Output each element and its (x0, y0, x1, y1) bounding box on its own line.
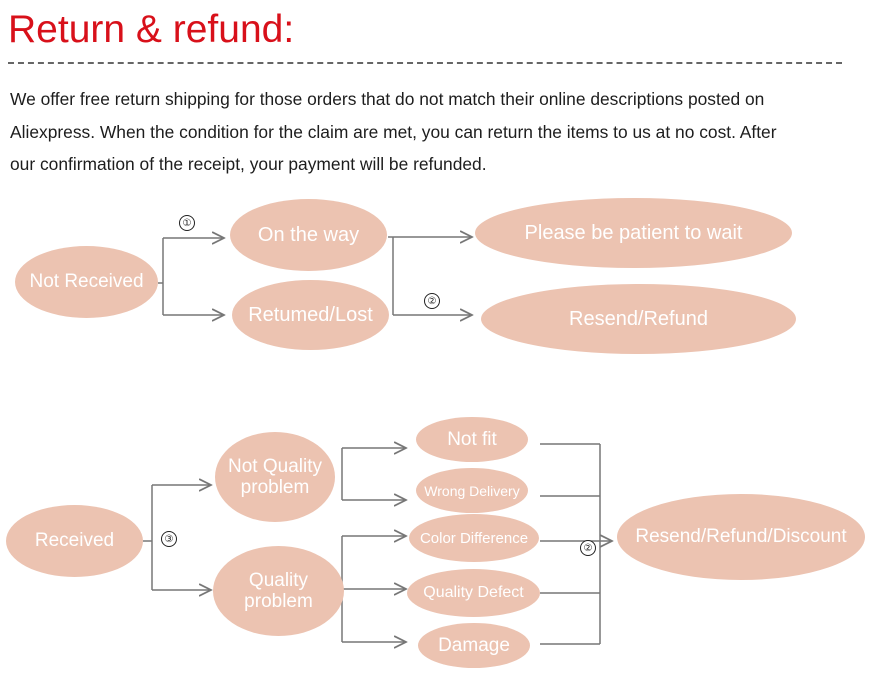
node-received: Received (6, 505, 143, 577)
reason-wrong-delivery: Wrong Delivery (416, 468, 528, 513)
reason-quality-defect: Quality Defect (407, 569, 540, 617)
node-please-wait: Please be patient to wait (475, 198, 792, 268)
node-returned-lost: Retumed/Lost (232, 280, 389, 350)
intro-line: Aliexpress. When the condition for the c… (10, 121, 777, 142)
intro-paragraph: We offer free return shipping for those … (10, 83, 860, 181)
step-marker-2: ② (424, 293, 440, 309)
reason-not-fit: Not fit (416, 417, 528, 462)
page-title: Return & refund: (8, 8, 295, 51)
step-marker-2-result: ② (580, 540, 596, 556)
reason-damage: Damage (418, 623, 530, 668)
intro-line: our confirmation of the receipt, your pa… (10, 154, 487, 174)
intro-line: We offer free return shipping for those … (10, 89, 765, 109)
node-quality-problem: Quality problem (213, 546, 344, 636)
node-not-received: Not Received (15, 246, 158, 318)
node-resend-refund: Resend/Refund (481, 284, 796, 354)
step-marker-1: ① (179, 215, 195, 231)
dashed-divider (8, 62, 842, 64)
reason-color-difference: Color Difference (409, 514, 539, 562)
node-resend-refund-discount: Resend/Refund/Discount (617, 494, 865, 580)
step-marker-3: ③ (161, 531, 177, 547)
node-not-quality-problem: Not Quality problem (215, 432, 335, 522)
node-on-the-way: On the way (230, 199, 387, 271)
